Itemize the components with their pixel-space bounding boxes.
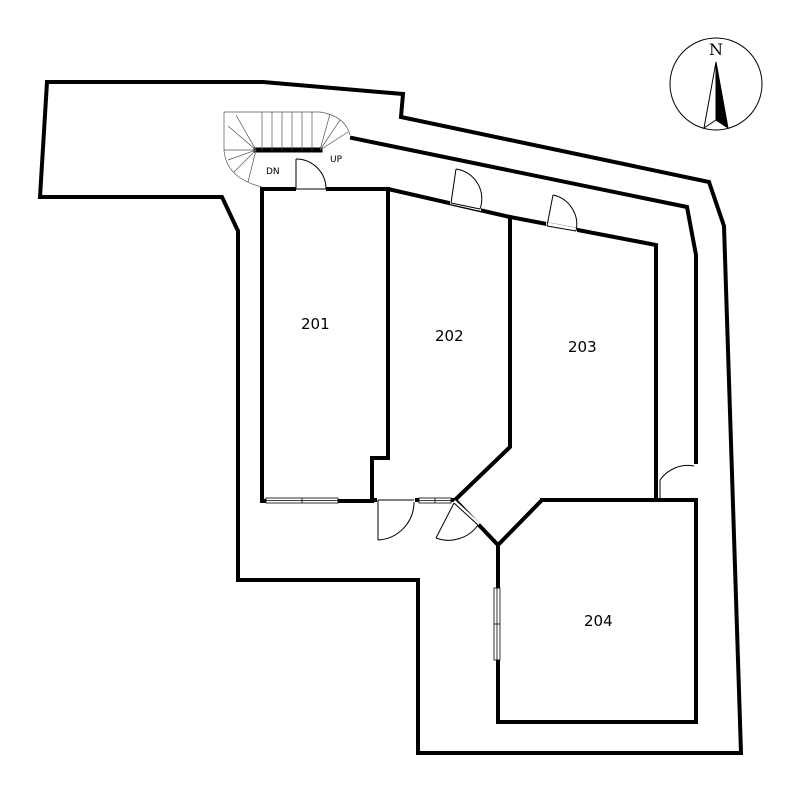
window-204-west [493,587,501,661]
room-203-walls [452,214,658,548]
staircase [223,111,351,188]
door-201-south[interactable] [377,497,415,541]
door-202-north[interactable] [450,168,483,211]
stair-up-label: UP [330,155,343,165]
north-label: N [709,40,723,59]
stair-down-label: DN [266,167,280,177]
window-201-south [265,497,339,504]
room-204-label: 204 [584,612,613,630]
room-201-label: 201 [301,315,330,333]
corridor-inner-wall [349,135,698,724]
door-203-north[interactable] [546,194,578,233]
window-202-south [418,497,452,504]
room-203-label: 203 [568,338,597,356]
door-corridor-east[interactable] [659,464,699,501]
north-arrow-icon: N [669,37,763,131]
door-stair[interactable] [295,158,327,192]
door-corner[interactable] [435,500,480,541]
outer-boundary [37,80,744,755]
room-202-label: 202 [435,327,464,345]
room-201-walls [260,187,390,503]
